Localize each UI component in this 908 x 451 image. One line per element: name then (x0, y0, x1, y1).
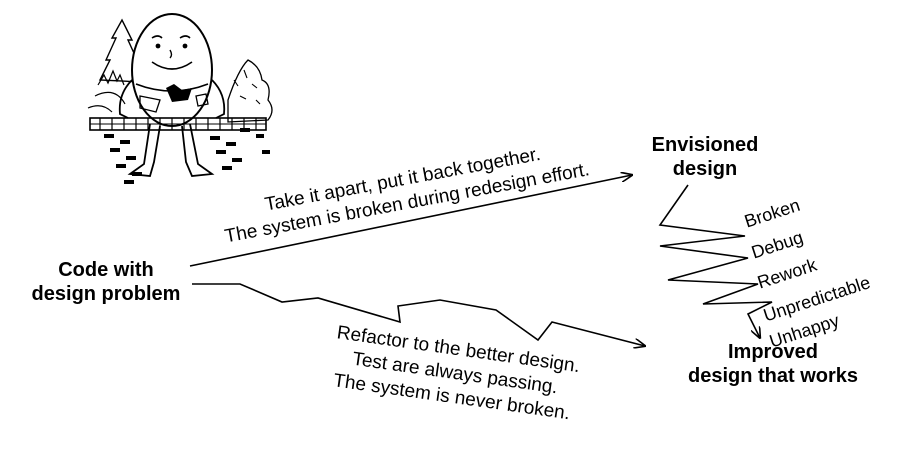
humpty-dumpty-illustration (87, 13, 273, 184)
redesign-arrow (189, 175, 632, 267)
code-with-design-problem-node: Code with design problem (20, 258, 192, 306)
envisioned-design-node: Envisioned design (616, 133, 794, 181)
node-label-line: Envisioned (651, 134, 759, 156)
refactor-arrow (192, 283, 645, 346)
struggle-zigzag-arrow (658, 184, 773, 338)
node-label-line: design problem (31, 283, 181, 305)
improved-design-node: Improved design that works (668, 340, 878, 388)
node-label-line: design that works (687, 365, 859, 387)
node-label-line: design (672, 158, 738, 180)
node-label-line: Improved (727, 341, 819, 363)
node-label-line: Code with (58, 259, 154, 281)
